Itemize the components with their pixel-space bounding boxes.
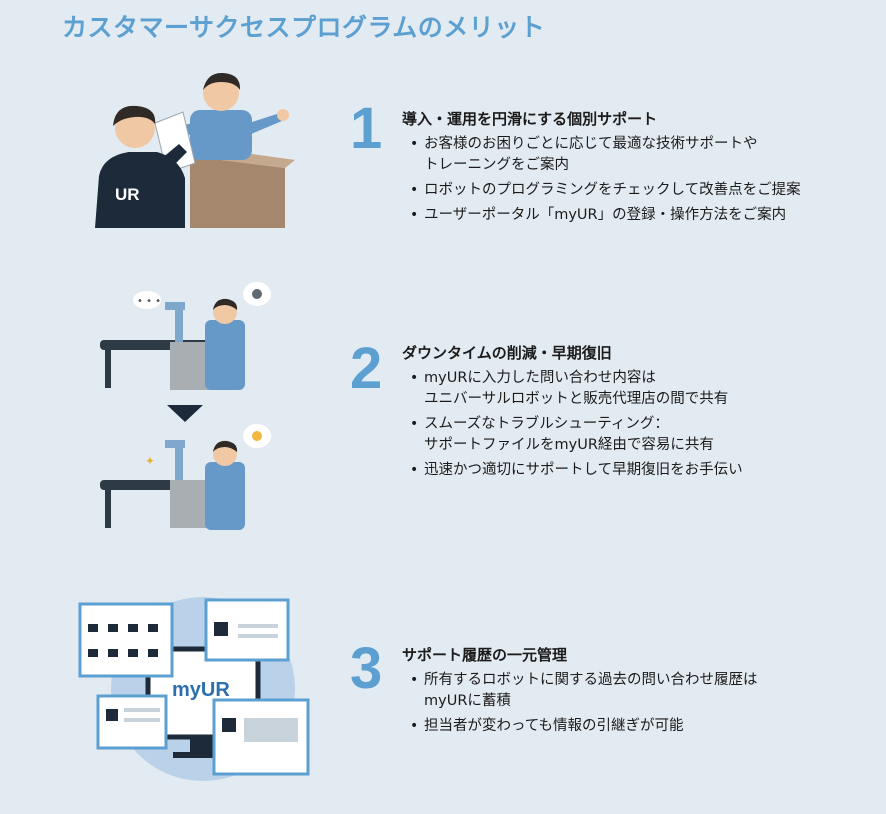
page-title: カスタマーサクセスプログラムのメリット (62, 13, 546, 42)
bullet-item: お客様のお困りごとに応じて最適な技術サポートや トレーニングをご案内 (402, 134, 801, 176)
svg-text:• • •: • • • (137, 296, 161, 307)
section-heading: 導入・運用を円滑にする個別サポート (402, 110, 658, 128)
bullet-list: お客様のお困りごとに応じて最適な技術サポートや トレーニングをご案内 ロボットの… (402, 134, 801, 226)
shirt-logo: UR (115, 185, 140, 204)
consultation-illustration: UR (95, 72, 295, 228)
downtime-illustration: • • • ✦ (100, 282, 271, 530)
myur-portal-illustration: myUR (78, 597, 310, 781)
bullet-item: 担当者が変わっても情報の引継ぎが可能 (402, 716, 758, 737)
bullet-list: 所有するロボットに関する過去の問い合わせ履歴は myURに蓄積 担当者が変わって… (402, 670, 758, 737)
svg-text:✦: ✦ (145, 454, 155, 468)
section-number: 2 (350, 336, 383, 401)
section-heading: サポート履歴の一元管理 (402, 646, 568, 664)
bullet-item: 所有するロボットに関する過去の問い合わせ履歴は myURに蓄積 (402, 670, 758, 712)
bullet-item: ユーザーポータル「myUR」の登録・操作方法をご案内 (402, 205, 801, 226)
section-text: ダウンタイムの削減・早期復旧 myURに入力した問い合わせ内容は ユニバーサルロ… (402, 342, 743, 485)
section-heading: ダウンタイムの削減・早期復旧 (402, 344, 612, 362)
section-text: 導入・運用を円滑にする個別サポート お客様のお困りごとに応じて最適な技術サポート… (402, 108, 801, 230)
bullet-item: 迅速かつ適切にサポートして早期復旧をお手伝い (402, 460, 743, 481)
monitor-label: myUR (172, 679, 230, 701)
section-number: 1 (350, 96, 383, 161)
section-text: サポート履歴の一元管理 所有するロボットに関する過去の問い合わせ履歴は myUR… (402, 644, 758, 741)
bullet-item: myURに入力した問い合わせ内容は ユニバーサルロボットと販売代理店の間で共有 (402, 368, 743, 410)
bullet-item: スムーズなトラブルシューティング： サポートファイルをmyUR経由で容易に共有 (402, 414, 743, 456)
bullet-list: myURに入力した問い合わせ内容は ユニバーサルロボットと販売代理店の間で共有 … (402, 368, 743, 481)
bullet-item: ロボットのプログラミングをチェックして改善点をご提案 (402, 180, 801, 201)
section-number: 3 (350, 636, 383, 701)
